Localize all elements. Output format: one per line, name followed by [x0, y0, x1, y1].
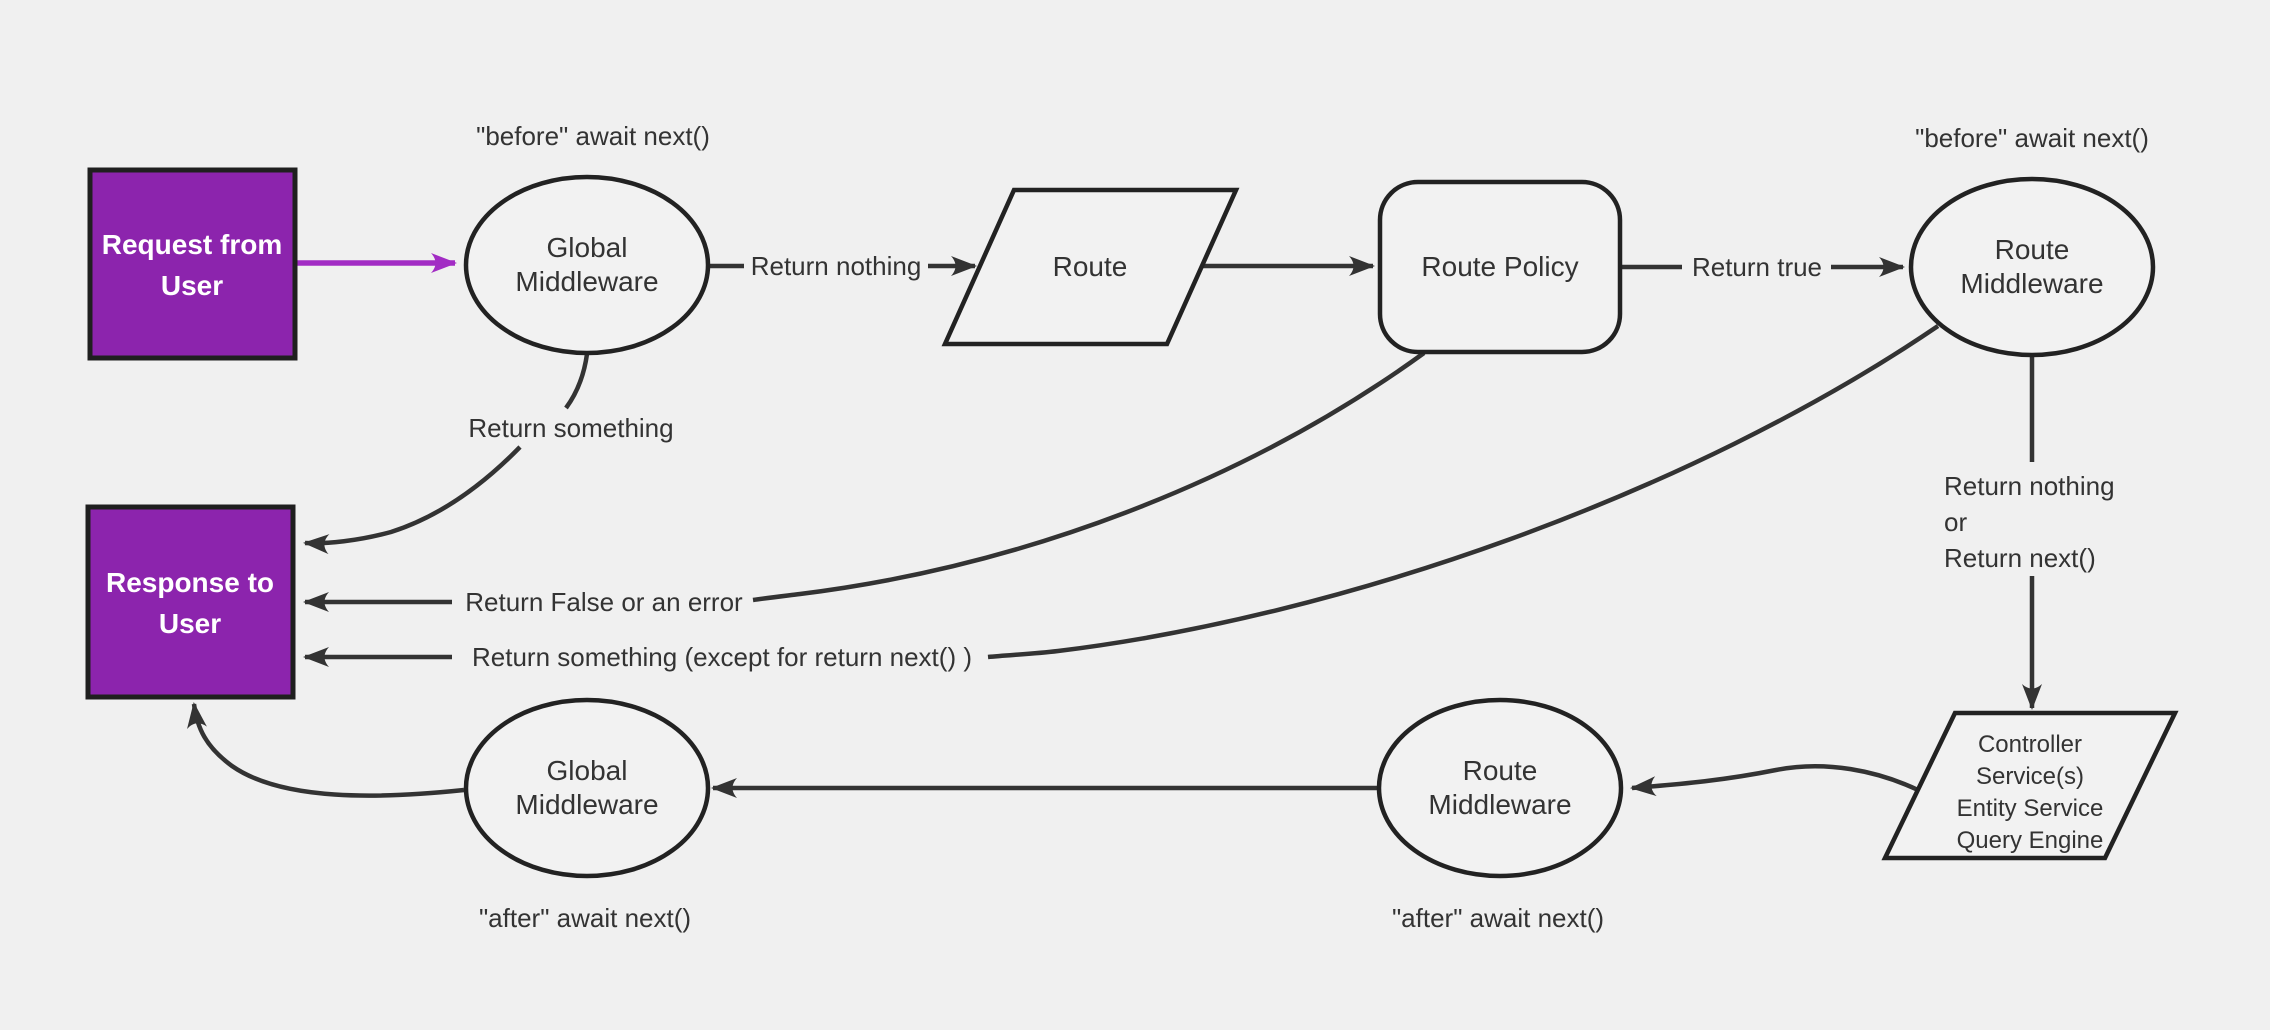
after-await-next-right-label: "after" await next(): [1392, 903, 1604, 933]
response-to-user-label-line1: Response to: [106, 567, 274, 598]
global-middleware-top-label-line2: Middleware: [515, 266, 658, 297]
route-policy-node: [1377, 179, 1623, 355]
before-await-next-right-label: "before" await next(): [1915, 123, 2149, 153]
after-await-next-left-label: "after" await next(): [479, 903, 691, 933]
controller-label-line2: Service(s): [1976, 763, 2084, 790]
return-true-label: Return true: [1692, 252, 1822, 282]
request-from-user-label-line2: User: [161, 270, 223, 301]
response-to-user-label-line2: User: [159, 608, 221, 639]
controller-services-node: [1881, 710, 2179, 861]
return-nothing-label: Return nothing: [751, 251, 922, 281]
route-policy-label: Route Policy: [1421, 251, 1578, 282]
global-middleware-to-response-arrow: [187, 702, 465, 798]
route-middleware-bottom-label-line2: Middleware: [1428, 789, 1571, 820]
return-nothing-or-next-label-line3: Return next(): [1944, 543, 2096, 573]
route-middleware-bottom-label-line1: Route: [1463, 755, 1538, 786]
edge-labels: "before" await next() "before" await nex…: [465, 121, 2149, 933]
route-middleware-bottom-node: [1376, 697, 1624, 879]
before-await-next-left-label: "before" await next(): [476, 121, 710, 151]
request-from-user-label-line1: Request from: [102, 229, 282, 260]
global-middleware-top-node: [463, 174, 711, 356]
route-node: [941, 187, 1240, 347]
route-middleware-top-label-line1: Route: [1995, 234, 2070, 265]
return-nothing-or-next-label-line1: Return nothing: [1944, 471, 2115, 501]
nodes: Request from User Global Middleware Rout…: [85, 167, 2179, 879]
return-something-except-label: Return something (except for return next…: [472, 642, 972, 672]
controller-to-route-middleware-arrow: [1630, 764, 1919, 797]
return-something-edge-top: [564, 353, 590, 410]
global-middleware-top-label-line1: Global: [547, 232, 628, 263]
route-middleware-top-node: [1908, 176, 2156, 358]
controller-label-line4: Query Engine: [1957, 827, 2104, 854]
response-to-user-node: [85, 504, 296, 700]
return-something-edge-bottom: [303, 445, 522, 555]
controller-label-line1: Controller: [1978, 731, 2082, 758]
edges: [187, 253, 2042, 798]
route-middleware-top-label-line2: Middleware: [1960, 268, 2103, 299]
route-label: Route: [1053, 251, 1128, 282]
return-something-except-edge-right: [987, 324, 1940, 660]
global-middleware-bottom-label-line2: Middleware: [515, 789, 658, 820]
request-from-user-node: [87, 167, 298, 361]
global-middleware-bottom-node: [463, 697, 711, 879]
global-middleware-bottom-label-line1: Global: [547, 755, 628, 786]
controller-label-line3: Entity Service: [1957, 795, 2104, 822]
return-false-or-error-label: Return False or an error: [465, 587, 743, 617]
return-something-label: Return something: [468, 413, 673, 443]
return-false-edge-right: [752, 351, 1426, 603]
return-nothing-or-next-label-line2: or: [1944, 507, 1967, 537]
